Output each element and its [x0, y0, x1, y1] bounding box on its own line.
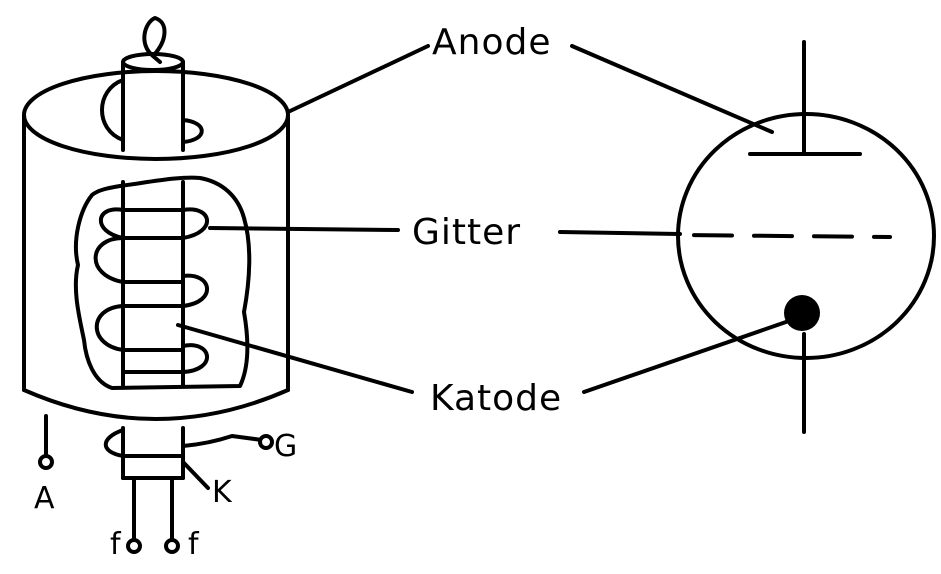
- terminal-f2-circle: [164, 538, 180, 554]
- terminal-g-label: G: [274, 429, 297, 464]
- lower-coil: [103, 428, 264, 458]
- cathode-tube: [121, 16, 185, 480]
- grid-helix: [93, 207, 209, 374]
- terminal-a-label: A: [34, 481, 55, 516]
- terminal-circles: [38, 434, 274, 554]
- terminal-a-circle: [38, 454, 54, 470]
- grid-cutaway: [73, 175, 252, 390]
- leader-lines-left: [176, 44, 430, 394]
- terminal-k-label: K: [212, 475, 233, 510]
- label-katode: Katode: [430, 378, 562, 419]
- terminal-f1-label: f: [110, 527, 122, 562]
- label-anode: Anode: [432, 22, 551, 63]
- terminal-g-circle: [258, 434, 274, 450]
- lead-wires: [44, 414, 210, 542]
- upper-coil: [100, 78, 204, 144]
- triode-symbol: [676, 40, 936, 434]
- leader-lines-right: [558, 44, 788, 394]
- terminal-f2-label: f: [188, 527, 200, 562]
- cathode-dot: [784, 295, 820, 331]
- label-gitter: Gitter: [412, 212, 521, 253]
- terminal-f1-circle: [126, 538, 142, 554]
